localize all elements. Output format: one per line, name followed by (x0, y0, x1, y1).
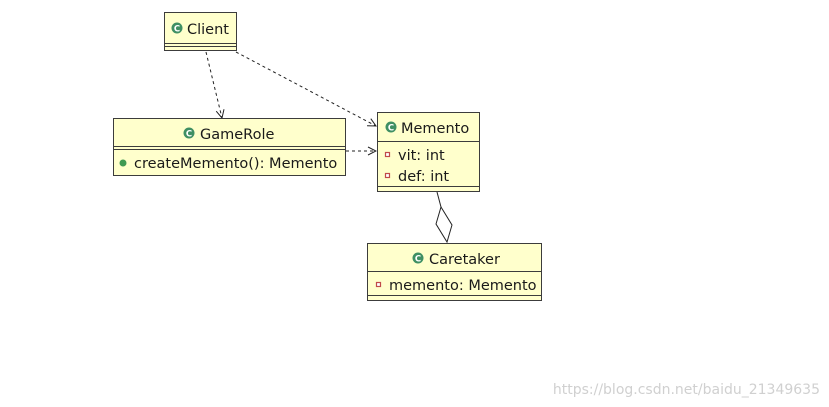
class-client[interactable]: C Client (164, 12, 237, 51)
attribute-text: memento: Memento (389, 278, 537, 294)
private-visibility-icon (375, 281, 382, 288)
attribute-text: vit: int (398, 148, 445, 164)
class-name: Client (187, 22, 229, 38)
class-icon: C (171, 22, 183, 34)
class-gamerole[interactable]: C GameRole createMemento(): Memento (113, 118, 346, 176)
svg-text:C: C (415, 254, 421, 264)
private-visibility-icon (384, 151, 391, 158)
class-caretaker[interactable]: C Caretaker memento: Memento (367, 243, 542, 301)
class-name: Caretaker (429, 252, 500, 268)
svg-text:C: C (186, 129, 192, 139)
method-text: createMemento(): Memento (134, 156, 337, 172)
svg-text:C: C (174, 24, 180, 34)
public-visibility-icon (119, 159, 127, 167)
edge-client-memento (235, 51, 376, 126)
edge-caretaker-memento (436, 191, 442, 208)
edge-client-gamerole (205, 51, 222, 118)
svg-text:C: C (388, 123, 394, 133)
watermark-text: https://blog.csdn.net/baidu_21349635 (553, 382, 820, 398)
class-icon: C (385, 121, 397, 133)
class-name: Memento (401, 121, 469, 137)
aggregation-diamond (435, 205, 453, 244)
class-memento[interactable]: C Memento vit: int def: int (377, 112, 480, 192)
relations (205, 51, 453, 244)
private-visibility-icon (384, 172, 391, 179)
class-icon: C (412, 252, 424, 264)
class-name: GameRole (200, 127, 274, 143)
attribute-text: def: int (398, 169, 449, 185)
class-icon: C (183, 127, 195, 139)
